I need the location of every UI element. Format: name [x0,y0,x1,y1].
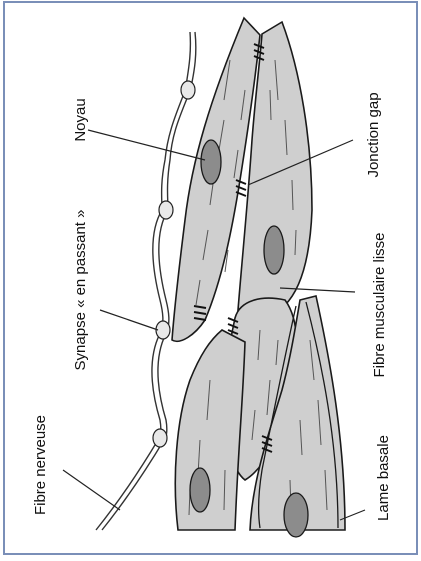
nucleus-2 [264,226,284,274]
nucleus-3 [190,468,210,512]
label-fibre-musculaire: Fibre musculaire lisse [371,232,388,377]
nucleus-1 [201,140,221,184]
nucleus-4 [284,493,308,537]
label-fibre-nerveuse: Fibre nerveuse [32,415,49,515]
label-synapse: Synapse « en passant » [72,210,89,371]
label-jonction-gap: Jonction gap [365,92,382,177]
label-lame-basale: Lame basale [375,435,392,521]
label-noyau: Noyau [72,98,89,141]
